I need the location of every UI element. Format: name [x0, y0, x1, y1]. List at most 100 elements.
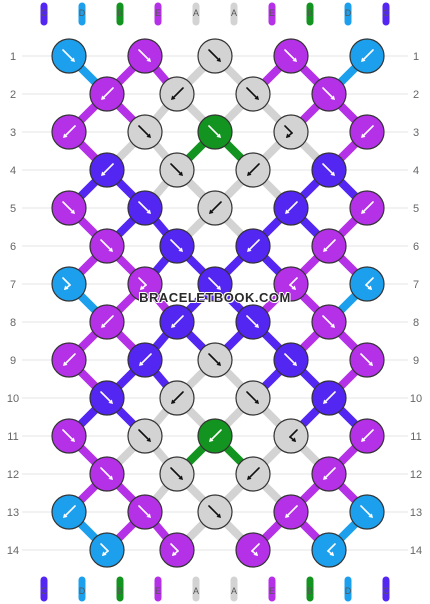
- bottom-string-label: D: [345, 586, 352, 596]
- row-number-left: 11: [7, 431, 18, 443]
- knot: [235, 76, 271, 112]
- arrow-shaft: [208, 49, 220, 61]
- arrow-head: [247, 247, 252, 252]
- arrow-head: [216, 57, 221, 62]
- arrow-head: [292, 57, 297, 62]
- knot: [311, 380, 347, 416]
- arrow-shaft: [62, 49, 74, 61]
- arrow-shaft: [289, 429, 298, 438]
- knot: [235, 304, 271, 340]
- row-number-left: 5: [10, 203, 16, 215]
- arrow-shaft: [138, 277, 147, 286]
- bottom-string-label: B: [307, 586, 313, 596]
- row-number-right: 2: [413, 89, 419, 101]
- knot: [127, 190, 163, 226]
- arrow-head: [292, 361, 297, 366]
- top-string-label: A: [231, 8, 237, 18]
- knot: [349, 266, 385, 302]
- arrow-head: [178, 247, 183, 252]
- arrow-shaft: [138, 49, 150, 61]
- arrow-head: [216, 361, 221, 366]
- row-number-left: 3: [10, 127, 16, 139]
- arrow-head: [367, 285, 372, 290]
- arrow-shaft: [251, 543, 260, 552]
- row-number-left: 8: [10, 317, 16, 329]
- row-number-left: 6: [10, 241, 16, 253]
- knot: [197, 266, 233, 302]
- knot: [127, 38, 163, 74]
- arrow-head: [216, 285, 221, 290]
- knot: [159, 228, 195, 264]
- arrow-shaft: [246, 87, 258, 99]
- knot: [311, 456, 347, 492]
- arrow-shaft: [170, 163, 182, 175]
- row-number-left: 13: [7, 507, 19, 519]
- knot: [235, 152, 271, 188]
- arrow-shaft: [64, 353, 76, 365]
- arrow-shaft: [210, 429, 222, 441]
- arrow-shaft: [208, 125, 220, 137]
- arrow-shaft: [248, 163, 260, 175]
- arrow-shaft: [322, 315, 334, 327]
- arrow-head: [361, 133, 366, 138]
- knot: [51, 38, 87, 74]
- knot: [273, 38, 309, 74]
- arrow-head: [70, 57, 75, 62]
- knot: [349, 190, 385, 226]
- top-string-label: C: [383, 8, 390, 18]
- arrow-head: [63, 513, 68, 518]
- arrow-head: [178, 475, 183, 480]
- arrow-head: [253, 551, 258, 556]
- knot: [349, 494, 385, 530]
- arrow-shaft: [246, 391, 258, 403]
- knot: [273, 266, 309, 302]
- arrow-head: [101, 171, 106, 176]
- arrow-head: [361, 437, 366, 442]
- arrow-shaft: [324, 467, 336, 479]
- arrow-head: [140, 285, 145, 290]
- knot: [273, 494, 309, 530]
- row-number-right: 14: [410, 545, 422, 557]
- arrow-shaft: [362, 125, 374, 137]
- arrow-shaft: [100, 467, 112, 479]
- arrow-shaft: [284, 353, 296, 365]
- knot-layer: [51, 38, 385, 568]
- arrow-head: [171, 399, 176, 404]
- knot: [127, 342, 163, 378]
- arrow-head: [323, 399, 328, 404]
- knot: [159, 304, 195, 340]
- arrow-shaft: [289, 277, 298, 286]
- knot: [159, 152, 195, 188]
- arrow-head: [323, 247, 328, 252]
- row-number-right: 3: [413, 127, 419, 139]
- arrow-head: [139, 361, 144, 366]
- knot: [273, 114, 309, 150]
- row-number-right: 7: [413, 279, 419, 291]
- arrow-shaft: [172, 315, 184, 327]
- top-string-label: D: [79, 8, 86, 18]
- arrow-shaft: [102, 87, 114, 99]
- arrow-shaft: [170, 543, 179, 552]
- knot: [51, 418, 87, 454]
- arrow-head: [108, 247, 113, 252]
- top-string-label: D: [345, 8, 352, 18]
- knot: [197, 418, 233, 454]
- knot: [235, 532, 271, 568]
- arrow-head: [330, 323, 335, 328]
- knot: [235, 380, 271, 416]
- arrow-shaft: [64, 125, 76, 137]
- knot: [127, 266, 163, 302]
- arrow-head: [285, 209, 290, 214]
- arrow-head: [101, 95, 106, 100]
- top-string-label: A: [193, 8, 199, 18]
- arrow-shaft: [62, 277, 71, 286]
- arrow-shaft: [208, 353, 220, 365]
- knot: [311, 228, 347, 264]
- bottom-string-label: D: [79, 586, 86, 596]
- arrow-shaft: [362, 429, 374, 441]
- arrow-shaft: [284, 49, 296, 61]
- arrow-head: [329, 551, 334, 556]
- arrow-head: [368, 513, 373, 518]
- bottom-string-label: E: [269, 586, 275, 596]
